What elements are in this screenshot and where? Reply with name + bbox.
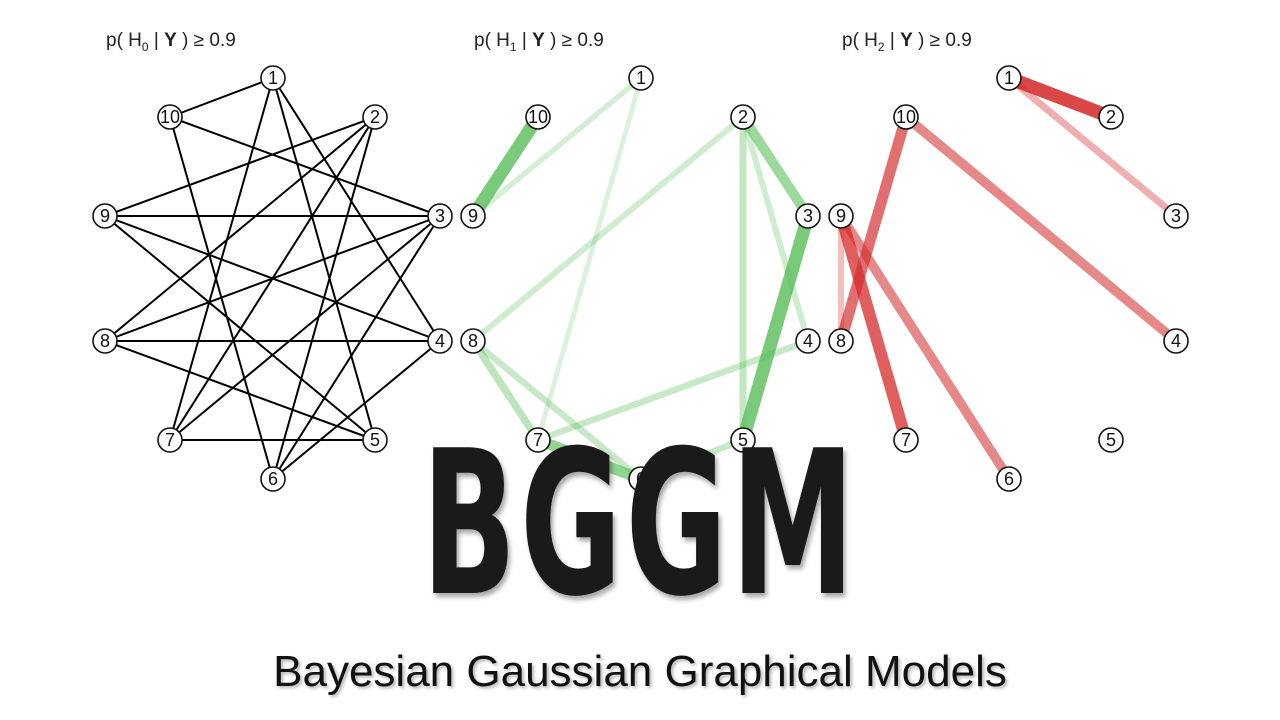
node-10 xyxy=(525,104,551,130)
node-label-7: 7 xyxy=(901,430,911,450)
node-label-1: 1 xyxy=(268,68,278,88)
node-2 xyxy=(1098,104,1124,130)
brand-title: BGGM xyxy=(421,408,859,641)
node-6 xyxy=(260,466,286,492)
edge-1-4 xyxy=(272,77,441,342)
node-9 xyxy=(92,203,118,229)
node-3 xyxy=(795,203,821,229)
panel-title-h1: p( H1 | Y ) ≥ 0.9 xyxy=(474,30,604,54)
node-label-9: 9 xyxy=(836,206,846,226)
node-6 xyxy=(996,466,1022,492)
edge-3-5 xyxy=(736,214,815,442)
edge-10-3 xyxy=(169,116,441,217)
node-label-10: 10 xyxy=(160,107,180,127)
network-panel-2: 1 2 3 4 5 6 7 8 9 10 xyxy=(828,65,1189,492)
node-10 xyxy=(893,104,919,130)
edge-1-3 xyxy=(1006,75,1179,219)
node-5 xyxy=(362,427,388,453)
node-label-6: 6 xyxy=(1004,469,1014,489)
brand-subtitle: Bayesian Gaussian Graphical Models xyxy=(273,647,1007,696)
edge-6-3 xyxy=(272,215,441,480)
edge-9-6 xyxy=(836,213,1014,482)
node-9 xyxy=(460,203,486,229)
edge-1-10 xyxy=(169,77,274,118)
node-7 xyxy=(893,427,919,453)
edge-7-2 xyxy=(169,116,376,441)
edge-2-3 xyxy=(738,114,813,219)
panel-title-h2: p( H2 | Y ) ≥ 0.9 xyxy=(842,30,972,54)
edge-6-4 xyxy=(272,340,441,480)
edge-1-2 xyxy=(1006,71,1114,124)
network-panel-0: 1 2 3 4 5 6 7 8 9 10 xyxy=(92,65,453,492)
node-5 xyxy=(730,427,756,453)
node-3 xyxy=(1163,203,1189,229)
node-8 xyxy=(828,328,854,354)
node-label-7: 7 xyxy=(533,430,543,450)
node-label-4: 4 xyxy=(1171,331,1181,351)
node-label-3: 3 xyxy=(1171,206,1181,226)
node-label-9: 9 xyxy=(100,206,110,226)
edge-10-4 xyxy=(902,113,1180,345)
node-label-2: 2 xyxy=(370,107,380,127)
node-label-2: 2 xyxy=(738,107,748,127)
node-label-4: 4 xyxy=(435,331,445,351)
edge-1-9 xyxy=(471,75,643,219)
node-label-10: 10 xyxy=(896,107,916,127)
edge-7-6 xyxy=(536,434,643,485)
node-3 xyxy=(427,203,453,229)
node-label-8: 8 xyxy=(836,331,846,351)
node-4 xyxy=(795,328,821,354)
node-label-5: 5 xyxy=(370,430,380,450)
node-4 xyxy=(427,328,453,354)
node-6 xyxy=(628,466,654,492)
node-label-3: 3 xyxy=(435,206,445,226)
node-label-1: 1 xyxy=(1004,68,1014,88)
node-label-6: 6 xyxy=(268,469,278,489)
node-7 xyxy=(525,427,551,453)
panel-title-h0: p( H0 | Y ) ≥ 0.9 xyxy=(106,30,236,54)
edge-7-4 xyxy=(536,337,810,444)
edge-9-7 xyxy=(835,214,912,442)
edge-2-8 xyxy=(471,114,745,344)
node-4 xyxy=(1163,328,1189,354)
edge-7-3 xyxy=(169,215,441,441)
node-10 xyxy=(157,104,183,130)
node-label-2: 2 xyxy=(1106,107,1116,127)
edge-1-7 xyxy=(535,77,644,441)
node-label-5: 5 xyxy=(1106,430,1116,450)
node-label-5: 5 xyxy=(738,430,748,450)
node-2 xyxy=(730,104,756,130)
node-1 xyxy=(996,65,1022,91)
node-label-3: 3 xyxy=(803,206,813,226)
node-1 xyxy=(260,65,286,91)
node-7 xyxy=(157,427,183,453)
node-label-1: 1 xyxy=(636,68,646,88)
node-label-9: 9 xyxy=(468,206,478,226)
edge-2-8 xyxy=(104,116,376,342)
node-label-4: 4 xyxy=(803,331,813,351)
node-label-7: 7 xyxy=(165,430,175,450)
edge-8-7 xyxy=(469,338,542,443)
node-8 xyxy=(460,328,486,354)
node-9 xyxy=(828,203,854,229)
node-1 xyxy=(628,65,654,91)
node-2 xyxy=(362,104,388,130)
node-8 xyxy=(92,328,118,354)
edge-8-6 xyxy=(470,338,644,482)
edge-5-6 xyxy=(639,436,745,483)
node-label-8: 8 xyxy=(100,331,110,351)
edge-2-4 xyxy=(740,116,811,342)
node-label-6: 6 xyxy=(636,469,646,489)
network-panel-1: 1 2 3 4 5 6 7 8 9 10 xyxy=(460,65,821,492)
node-label-8: 8 xyxy=(468,331,478,351)
edge-8-5 xyxy=(104,340,376,441)
node-label-10: 10 xyxy=(528,107,548,127)
edge-2-9 xyxy=(104,116,376,217)
edge-10-8 xyxy=(835,115,912,343)
edge-10-9 xyxy=(467,113,544,220)
node-5 xyxy=(1098,427,1124,453)
